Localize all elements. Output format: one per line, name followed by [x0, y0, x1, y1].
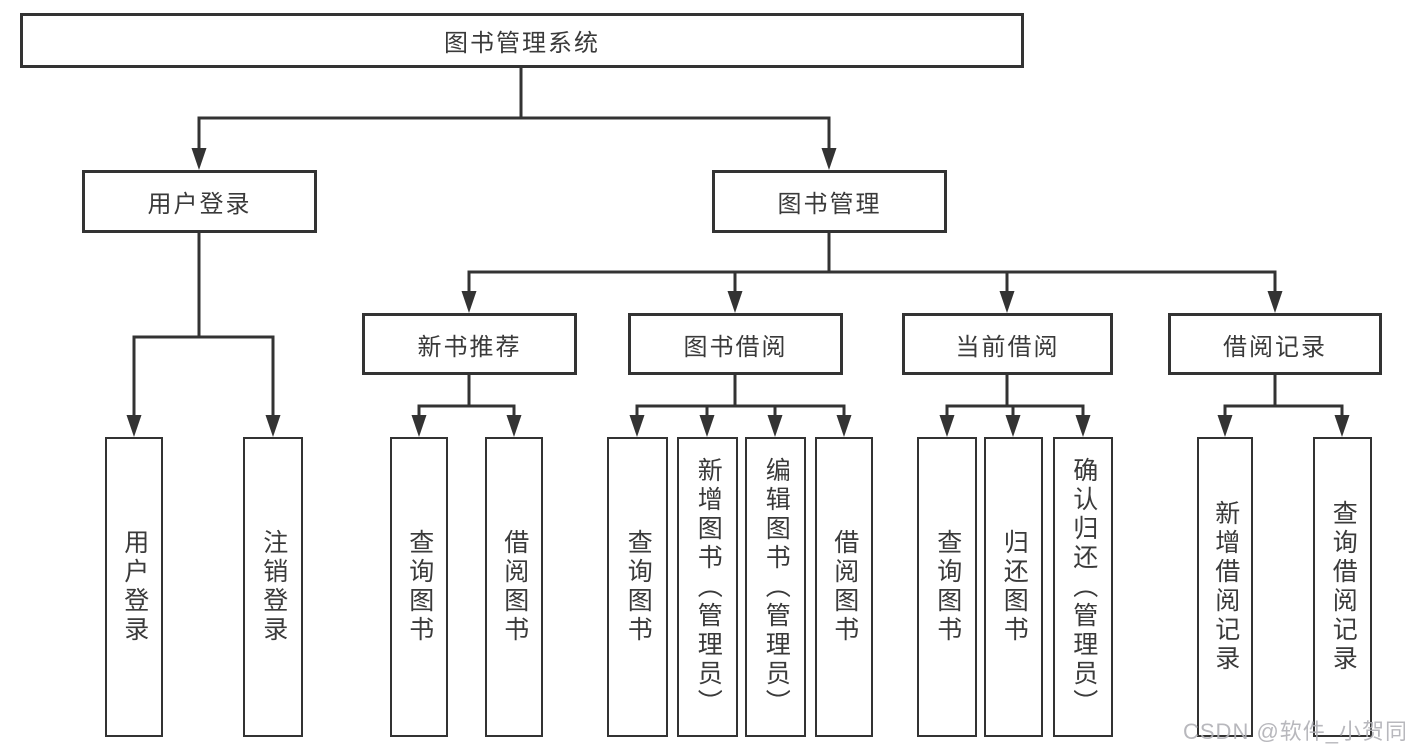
arrowhead-user-login	[191, 148, 207, 170]
connector-user-login-branch	[132, 233, 275, 417]
connector-new-book-recommend-group	[417, 375, 516, 417]
leaf-borrow-add-books-admin: 新增图书（管理员）	[677, 437, 738, 737]
arrowhead-leaf-user-login	[126, 415, 142, 437]
arrowhead-br-add	[1217, 415, 1233, 437]
leaf-newbook-borrow-books: 借阅图书	[485, 437, 543, 737]
node-book-management: 图书管理	[712, 170, 947, 233]
leaf-logout: 注销登录	[243, 437, 303, 737]
leaf-user-login-label: 用户登录	[120, 529, 149, 645]
leaf-records-add-record-label: 新增借阅记录	[1211, 500, 1240, 674]
arrowhead-book-borrow	[727, 291, 743, 313]
node-book-borrow: 图书借阅	[628, 313, 843, 375]
leaf-current-confirm-return-admin: 确认归还（管理员）	[1053, 437, 1113, 737]
csdn-watermark: CSDN @软件_小贺同学	[1183, 719, 1405, 744]
leaf-logout-label: 注销登录	[259, 529, 288, 645]
connector-book-borrow-group	[635, 375, 846, 417]
leaf-records-query-record-label: 查询借阅记录	[1329, 500, 1358, 674]
node-current-borrow: 当前借阅	[902, 313, 1113, 375]
arrowhead-book-management	[821, 148, 837, 170]
arrowhead-cb-query	[939, 415, 955, 437]
connector-current-borrow-group	[945, 375, 1085, 417]
arrowhead-cb-return	[1005, 415, 1021, 437]
leaf-borrow-borrow-books-label: 借阅图书	[830, 529, 859, 645]
leaf-newbook-query-books: 查询图书	[390, 437, 448, 737]
leaf-records-add-record: 新增借阅记录	[1197, 437, 1253, 737]
arrowhead-new-book-recommend	[461, 291, 477, 313]
node-root-system: 图书管理系统	[20, 13, 1024, 68]
leaf-newbook-borrow-books-label: 借阅图书	[500, 529, 529, 645]
leaf-borrow-query-books: 查询图书	[607, 437, 668, 737]
node-new-book-recommend: 新书推荐	[362, 313, 577, 375]
arrowhead-bb-edit	[767, 415, 783, 437]
connector-book-management-branch	[467, 233, 1277, 293]
leaf-borrow-edit-books-admin: 编辑图书（管理员）	[745, 437, 806, 737]
arrowhead-nb-query	[411, 415, 427, 437]
leaf-newbook-query-books-label: 查询图书	[405, 529, 434, 645]
arrowhead-nb-borrow	[506, 415, 522, 437]
leaf-user-login: 用户登录	[105, 437, 163, 737]
arrowhead-current-borrow	[999, 291, 1015, 313]
leaf-borrow-add-books-admin-label: 新增图书（管理员）	[694, 456, 723, 718]
leaf-borrow-edit-books-admin-label: 编辑图书（管理员）	[762, 456, 791, 718]
node-borrow-records: 借阅记录	[1168, 313, 1382, 375]
leaf-records-query-record: 查询借阅记录	[1313, 437, 1372, 737]
connector-borrow-records-group	[1223, 375, 1344, 417]
arrowhead-cb-confirm	[1075, 415, 1091, 437]
leaf-current-query-books-label: 查询图书	[933, 529, 962, 645]
leaf-borrow-borrow-books: 借阅图书	[815, 437, 873, 737]
arrowhead-borrow-records	[1267, 291, 1283, 313]
leaf-current-confirm-return-admin-label: 确认归还（管理员）	[1069, 456, 1098, 718]
leaf-current-return-books: 归还图书	[984, 437, 1043, 737]
arrowhead-leaf-logout	[265, 415, 281, 437]
connector-root-to-level2	[197, 68, 831, 152]
leaf-current-return-books-label: 归还图书	[1000, 529, 1029, 645]
arrowhead-bb-add	[699, 415, 715, 437]
node-user-login: 用户登录	[82, 170, 317, 233]
arrowhead-br-query	[1334, 415, 1350, 437]
leaf-borrow-query-books-label: 查询图书	[624, 529, 653, 645]
leaf-current-query-books: 查询图书	[917, 437, 977, 737]
arrowhead-bb-borrow	[836, 415, 852, 437]
arrowhead-bb-query	[629, 415, 645, 437]
